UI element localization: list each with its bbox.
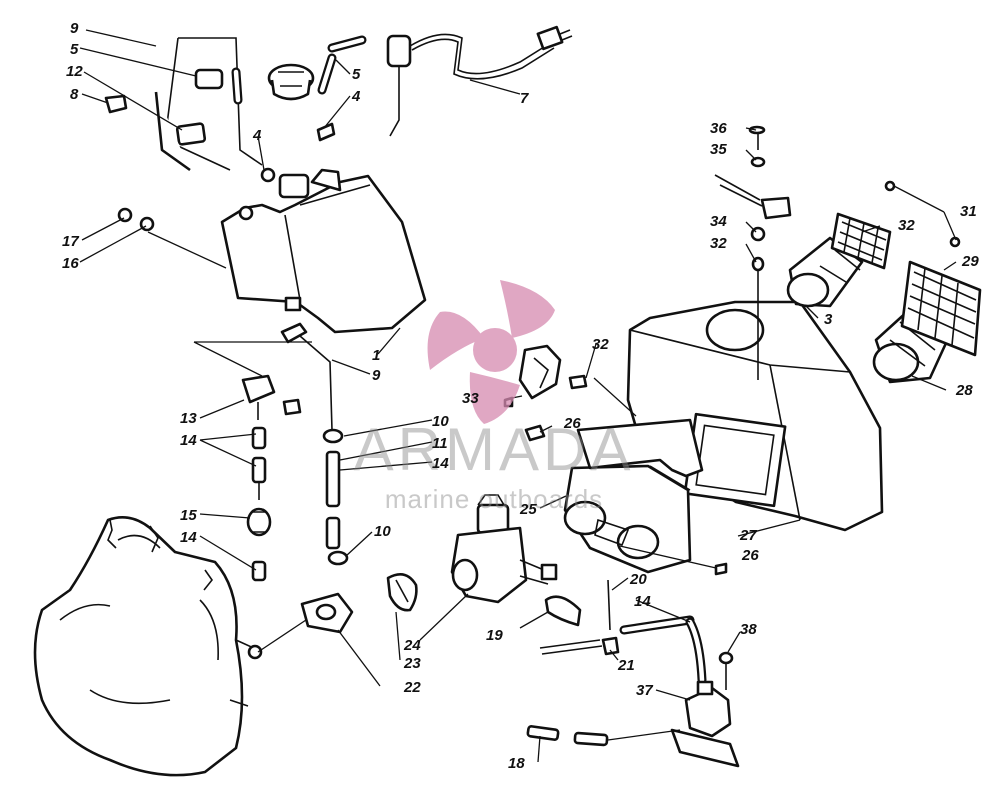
- label-24: 24: [403, 637, 421, 654]
- label-14-d: 14: [634, 593, 651, 610]
- armada-logo-watermark: ARMADA marine outboards: [354, 280, 635, 514]
- label-11: 11: [432, 435, 448, 452]
- label-14-b: 14: [180, 529, 197, 546]
- silencer-gasket: [576, 418, 704, 478]
- label-29: 29: [961, 253, 979, 270]
- label-22: 22: [403, 679, 421, 696]
- label-14-a: 14: [180, 432, 197, 449]
- fuel-cap: [267, 63, 315, 101]
- label-32-mid: 32: [592, 336, 609, 353]
- label-10-lower: 10: [374, 523, 391, 540]
- engine-block: [33, 516, 263, 777]
- label-15: 15: [180, 507, 197, 524]
- label-37: 37: [636, 682, 653, 699]
- watermark-brand: ARMADA: [354, 416, 635, 483]
- fuel-pump-hoses: [539, 579, 707, 685]
- label-30: 31: [960, 203, 977, 220]
- label-16: 16: [62, 255, 79, 272]
- label-14-c: 14: [432, 455, 449, 472]
- label-34: 34: [710, 213, 727, 230]
- intake-flange: [300, 573, 418, 634]
- label-20: 20: [629, 571, 647, 588]
- label-7: 9: [70, 20, 79, 37]
- fuel-pump: [670, 651, 740, 768]
- label-6: 7: [520, 90, 529, 107]
- label-5-upper-left: 5: [70, 41, 79, 58]
- label-19: 19: [486, 627, 503, 644]
- air-box-hardware: [503, 125, 792, 576]
- label-36: 36: [710, 120, 727, 137]
- tank-bracket: [154, 37, 263, 172]
- silencer-adaptor: [563, 464, 692, 574]
- label-3: 3: [824, 311, 833, 328]
- label-9: 9: [372, 367, 381, 384]
- pulse-hoses: [526, 725, 609, 747]
- label-26-lower: 26: [741, 547, 759, 564]
- label-35: 35: [710, 141, 727, 158]
- label-5-right: 5: [352, 66, 361, 83]
- label-25: 25: [519, 501, 537, 518]
- label-26-upper: 26: [563, 415, 581, 432]
- fuel-tank: [220, 168, 427, 334]
- label-23: 23: [403, 655, 421, 672]
- label-32-right: 32: [710, 235, 727, 252]
- label-12: 12: [66, 63, 83, 80]
- label-18: 18: [508, 755, 525, 772]
- label-33: 33: [462, 390, 479, 407]
- leader-lines: [79, 29, 957, 763]
- carburetor: [450, 344, 562, 604]
- tank-grommets: [104, 94, 155, 232]
- part-number-labels: 9 5 12 8 4 5 4 7 17 16 1 9 13 14 15 14 1…: [62, 20, 979, 772]
- label-28: 28: [955, 382, 973, 399]
- watermark-tagline: marine outboards: [385, 484, 603, 514]
- label-27: 27: [739, 527, 757, 544]
- label-31: 32: [898, 217, 915, 234]
- propeller-icon: [427, 280, 555, 424]
- label-17: 17: [62, 233, 79, 250]
- label-21: 21: [617, 657, 635, 674]
- label-8: 8: [70, 86, 79, 103]
- fuel-line-parts: [241, 322, 349, 582]
- label-4-left: 4: [252, 127, 262, 144]
- label-10-upper: 10: [432, 413, 449, 430]
- label-1: 1: [372, 347, 380, 364]
- label-4-right: 4: [351, 88, 361, 105]
- fuel-gauge-sender: [238, 25, 573, 221]
- label-13: 13: [180, 410, 197, 427]
- label-38: 38: [740, 621, 757, 638]
